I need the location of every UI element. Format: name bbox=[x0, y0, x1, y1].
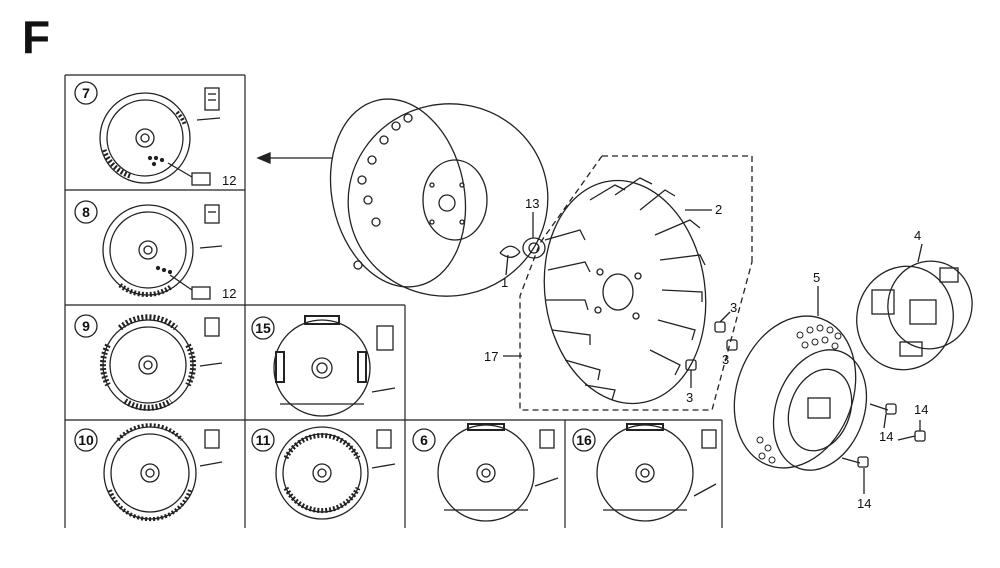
connector-icon-8 bbox=[204, 204, 220, 224]
panel-number-8: 8 bbox=[82, 204, 90, 220]
variant-panel-6: 6 bbox=[412, 423, 559, 522]
leader-arrow-9 bbox=[199, 362, 223, 367]
callout-12-a: 12 bbox=[222, 173, 236, 188]
leader-arrow-11 bbox=[371, 463, 396, 469]
part-callout-2: 2 bbox=[715, 202, 722, 217]
callout-circle-8 bbox=[74, 200, 98, 224]
panel-number-6: 6 bbox=[420, 432, 428, 448]
panel-grid bbox=[64, 74, 723, 528]
stator-drawing-8 bbox=[102, 204, 194, 297]
connector-icon-16 bbox=[701, 429, 717, 449]
starter-cup-drawing bbox=[856, 260, 973, 371]
panel-number-16: 16 bbox=[576, 432, 592, 448]
variant-panel-11: 11 bbox=[251, 426, 396, 520]
stator-drawing-9 bbox=[99, 314, 197, 411]
variant-panel-16: 16 bbox=[572, 423, 717, 522]
connector-icon-9 bbox=[204, 317, 220, 337]
panel-number-7: 7 bbox=[82, 85, 90, 101]
leader-arrow-8 bbox=[199, 245, 223, 249]
part-callout-3-b: 3 bbox=[722, 352, 729, 367]
stator-drawing-7 bbox=[99, 92, 191, 184]
part-callout-4: 4 bbox=[914, 228, 921, 243]
leader-arrow-15 bbox=[371, 387, 396, 393]
connector-icon-6 bbox=[539, 429, 555, 449]
callout-circle-11 bbox=[251, 428, 275, 452]
stator-drawing-16 bbox=[596, 423, 694, 522]
part-callout-17: 17 bbox=[484, 349, 498, 364]
part-callout-14-a: 14 bbox=[879, 429, 893, 444]
variant-panel-9: 9 bbox=[74, 314, 223, 411]
leader-arrow-16 bbox=[693, 483, 717, 497]
part-callout-1: 1 bbox=[501, 275, 508, 290]
part-callout-14-b: 14 bbox=[914, 402, 928, 417]
connector-icon-10 bbox=[204, 429, 220, 449]
part-callout-3-a: 3 bbox=[730, 300, 737, 315]
callout-12-b: 12 bbox=[222, 286, 236, 301]
washer-part-1 bbox=[499, 245, 521, 258]
starter-pulley-hole-pattern bbox=[756, 324, 842, 464]
part-box-12-a bbox=[191, 172, 211, 186]
part-callout-5: 5 bbox=[813, 270, 820, 285]
connector-icon-7 bbox=[204, 87, 220, 111]
stator-drawing-11 bbox=[275, 426, 369, 520]
stator-drawing-15 bbox=[273, 315, 371, 417]
section-letter: F bbox=[22, 11, 51, 63]
pointer-arrow bbox=[256, 152, 332, 164]
panel-number-11: 11 bbox=[256, 432, 271, 448]
connector-icon-15 bbox=[376, 325, 394, 351]
leader-arrow-6 bbox=[534, 477, 559, 487]
starter-pulley-drawing bbox=[733, 315, 868, 471]
panel-number-15: 15 bbox=[255, 320, 271, 336]
part-callout-13: 13 bbox=[525, 196, 539, 211]
variant-panel-8: 8 12 bbox=[74, 200, 236, 301]
leader-arrow-7 bbox=[196, 117, 221, 121]
callout-circle-6 bbox=[412, 428, 436, 452]
part-box-12-b bbox=[191, 286, 211, 300]
panel-number-10: 10 bbox=[78, 432, 94, 448]
callout-circle-9 bbox=[74, 314, 98, 338]
callout-circle-15 bbox=[251, 316, 275, 340]
part-callout-14-c: 14 bbox=[857, 496, 871, 511]
flywheel-drawing bbox=[329, 98, 549, 297]
variant-panel-15: 15 bbox=[251, 315, 396, 417]
callout-circle-7 bbox=[74, 81, 98, 105]
panel-number-9: 9 bbox=[82, 318, 90, 334]
variant-panel-10: 10 bbox=[74, 423, 223, 522]
connector-icon-11 bbox=[376, 429, 392, 449]
callout-circle-16 bbox=[572, 428, 596, 452]
variant-panel-7: 7 12 bbox=[74, 81, 236, 188]
stator-drawing-6 bbox=[437, 423, 535, 522]
callout-circle-10 bbox=[74, 428, 98, 452]
nut-part-13 bbox=[522, 237, 546, 259]
part-callout-3-c: 3 bbox=[686, 390, 693, 405]
part-callouts: 1 2 3 3 3 4 5 13 14 14 14 17 bbox=[484, 196, 928, 511]
fan-frame bbox=[519, 155, 753, 411]
stator-drawing-10 bbox=[103, 423, 197, 522]
cooling-fan-drawing bbox=[543, 177, 707, 405]
leader-arrow-10 bbox=[199, 461, 223, 467]
